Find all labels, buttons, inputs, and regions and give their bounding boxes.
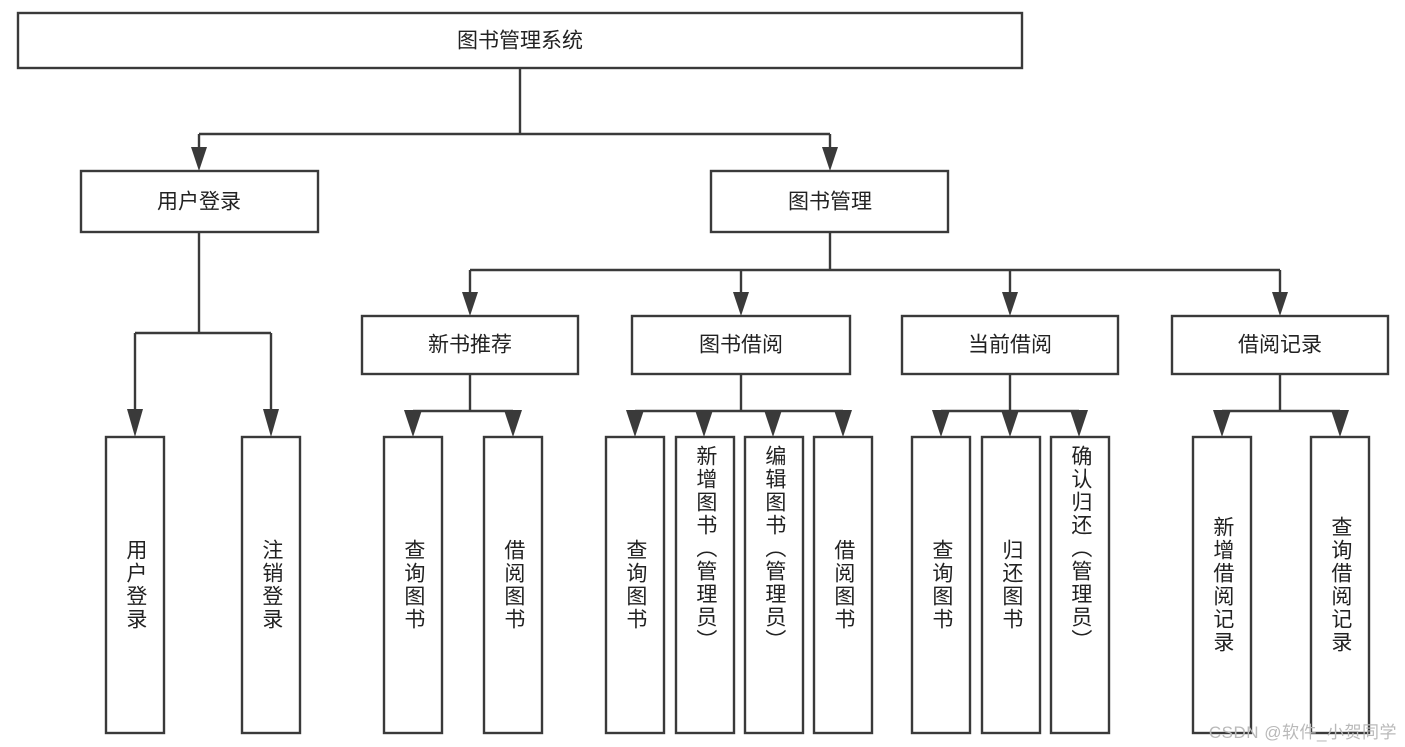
- node-book-borrow[interactable]: [630, 314, 852, 376]
- leaf-bb-query-book[interactable]: [604, 435, 666, 735]
- leaf-bb-edit-book[interactable]: [743, 435, 805, 735]
- arrow-to-leaf-rec-query: [1331, 410, 1349, 437]
- leaf-logout-login[interactable]: [240, 435, 302, 735]
- leaf-cb-return-book[interactable]: [980, 435, 1042, 735]
- arrow-to-leaf-user-login: [127, 409, 143, 437]
- arrow-to-leaf-bb-query: [626, 410, 644, 437]
- node-layer: [16, 11, 1390, 735]
- arrow-to-leaf-cb-query: [932, 410, 950, 437]
- leaf-cb-query-book[interactable]: [910, 435, 972, 735]
- label-user-login: 用户登录: [157, 191, 241, 214]
- label-root-system: 图书管理系统: [457, 30, 583, 53]
- label-borrow-records: 借阅记录: [1238, 334, 1322, 357]
- leaf-bb-borrow-book[interactable]: [812, 435, 874, 735]
- arrow-to-leaf-logout: [263, 409, 279, 437]
- leaf-rec-query-record[interactable]: [1309, 435, 1371, 735]
- arrow-to-leaf-cb-confirm: [1070, 410, 1088, 437]
- label-book-borrow: 图书借阅: [699, 334, 783, 357]
- label-new-book-recommend: 新书推荐: [428, 334, 512, 357]
- label-current-borrow: 当前借阅: [968, 334, 1052, 357]
- arrow-to-leaf-rec-add: [1213, 410, 1231, 437]
- leaf-user-login[interactable]: [104, 435, 166, 735]
- leaf-rec-add-record[interactable]: [1191, 435, 1253, 735]
- label-book-manage: 图书管理: [788, 191, 872, 214]
- node-root-system[interactable]: [16, 11, 1024, 70]
- arrow-to-leaf-newbook-query: [404, 410, 422, 437]
- node-borrow-records[interactable]: [1170, 314, 1390, 376]
- node-book-manage[interactable]: [709, 169, 950, 234]
- arrow-to-leaf-bb-borrow: [834, 410, 852, 437]
- csdn-watermark: CSDN @软件_小贺同学: [1208, 723, 1397, 742]
- arrow-to-leaf-newbook-borrow: [504, 410, 522, 437]
- leaf-bb-add-book[interactable]: [674, 435, 736, 735]
- arrow-to-new-book: [462, 292, 478, 316]
- arrow-to-book-borrow: [733, 292, 749, 316]
- arrow-to-current-borrow: [1002, 292, 1018, 316]
- node-user-login[interactable]: [79, 169, 320, 234]
- arrow-to-user-login: [191, 147, 207, 171]
- connector-layer: [127, 68, 1349, 437]
- arrow-to-book-manage: [822, 147, 838, 171]
- node-new-book-recommend[interactable]: [360, 314, 580, 376]
- node-current-borrow[interactable]: [900, 314, 1120, 376]
- leaf-cb-confirm-return[interactable]: [1049, 435, 1111, 735]
- label-layer: 图书管理系统 用户登录 图书管理 新书推荐 图书借阅 当前借阅 借阅记录: [157, 30, 1322, 357]
- arrow-to-leaf-bb-edit: [764, 410, 782, 437]
- leaf-newbook-borrow-book[interactable]: [482, 435, 544, 735]
- arrow-to-leaf-cb-return: [1001, 410, 1019, 437]
- arrow-to-borrow-records: [1272, 292, 1288, 316]
- leaf-newbook-query-book[interactable]: [382, 435, 444, 735]
- arrow-to-leaf-bb-add: [695, 410, 713, 437]
